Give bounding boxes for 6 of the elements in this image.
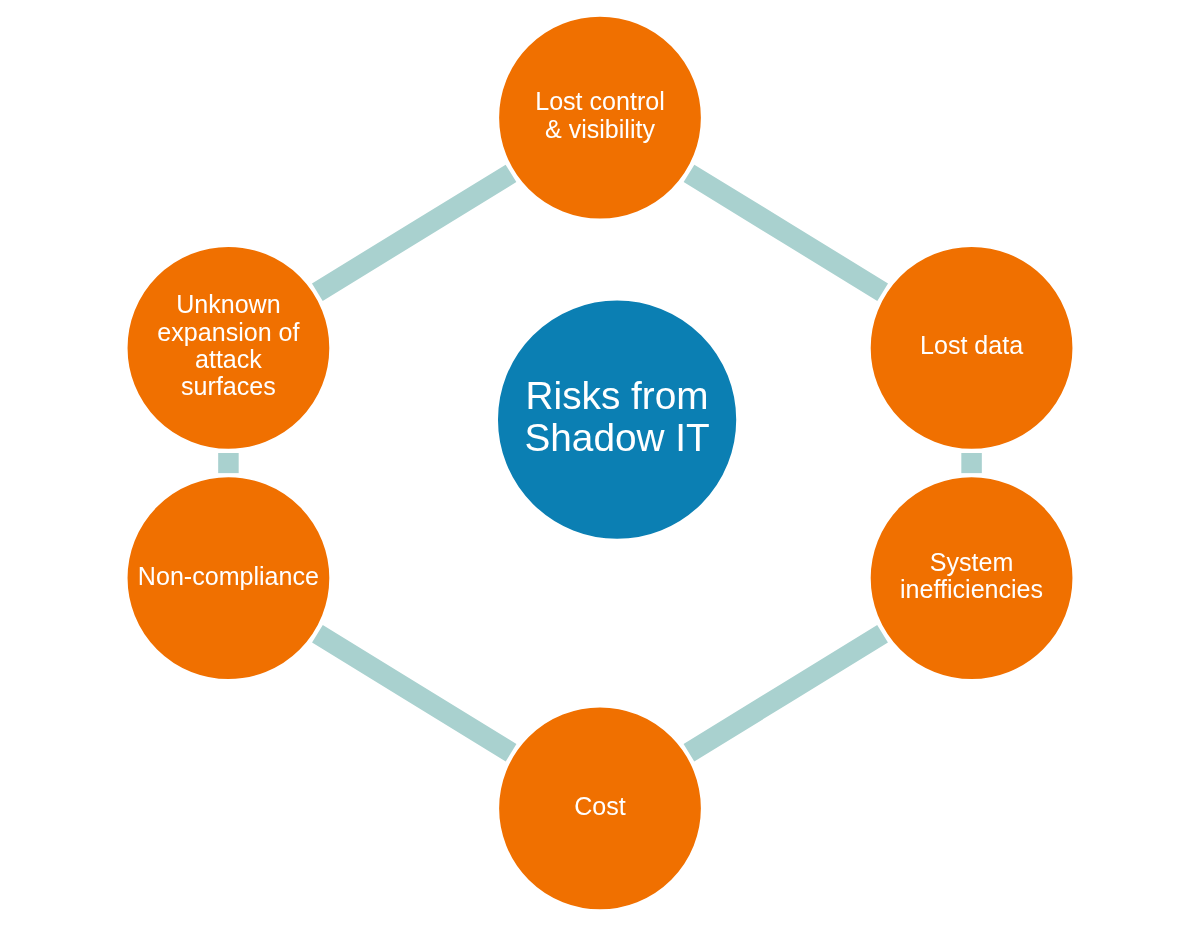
- connector: [312, 625, 517, 762]
- connector: [683, 625, 888, 762]
- connector: [683, 164, 889, 301]
- connector: [961, 453, 982, 474]
- connector: [311, 164, 517, 301]
- connector: [218, 453, 239, 474]
